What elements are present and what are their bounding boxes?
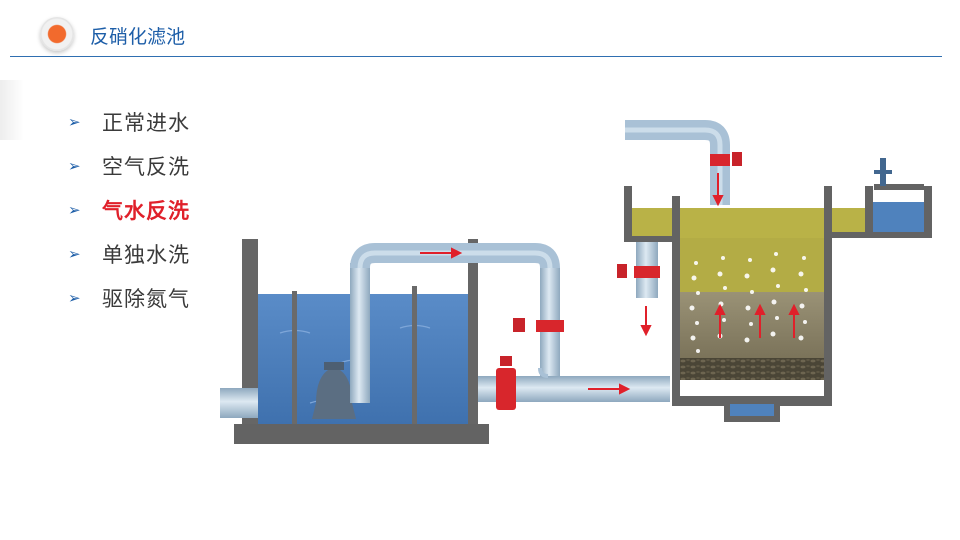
slide-title: 反硝化滤池 — [90, 26, 186, 48]
bullet-arrow-icon: ➢ — [68, 113, 81, 131]
step-item[interactable]: ➢ 驱除氮气 — [68, 276, 190, 320]
upper-water — [680, 238, 824, 292]
top-influent-pipe — [625, 120, 730, 205]
step-label: 单独水洗 — [102, 243, 190, 267]
inlet-pipe — [220, 388, 258, 418]
filter-floor — [672, 396, 832, 406]
tank-right-wall — [468, 239, 478, 424]
filter-process-diagram — [220, 120, 932, 444]
tank-floor — [234, 424, 489, 444]
effluent-chamber — [873, 202, 924, 232]
tank-baffle — [292, 291, 297, 424]
orange-orb-icon — [40, 17, 74, 51]
tank-baffle — [412, 286, 417, 424]
step-item[interactable]: ➢ 空气反洗 — [68, 144, 190, 188]
pump-icon — [312, 367, 356, 419]
step-label: 气水反洗 — [102, 199, 190, 223]
header-divider — [10, 56, 942, 57]
bullet-arrow-icon: ➢ — [68, 245, 81, 263]
denitrification-filter — [624, 158, 932, 422]
wash-water-pipe — [625, 120, 730, 205]
step-item-active[interactable]: ➢ 气水反洗 — [68, 188, 190, 232]
valve-icon[interactable] — [710, 152, 742, 166]
bullet-arrow-icon: ➢ — [68, 201, 81, 219]
bullet-arrow-icon: ➢ — [68, 157, 81, 175]
gravel-support-layer — [680, 358, 824, 380]
pump-riser-pipe — [350, 263, 370, 403]
left-edge-shadow — [0, 80, 24, 140]
flow-arrows — [420, 173, 800, 395]
filter-right-wall — [824, 186, 832, 404]
air-bubbles — [689, 252, 808, 353]
process-step-list: ➢ 正常进水 ➢ 空气反洗 ➢ 气水反洗 ➢ 单独水洗 ➢ 驱除氮气 — [68, 100, 190, 320]
valve-icon[interactable] — [513, 318, 564, 332]
step-label: 驱除氮气 — [102, 287, 190, 311]
step-label: 正常进水 — [102, 111, 190, 135]
backwash-sump — [730, 404, 774, 416]
step-item[interactable]: ➢ 单独水洗 — [68, 232, 190, 276]
valve-icon[interactable] — [496, 356, 516, 410]
bullet-arrow-icon: ➢ — [68, 289, 81, 307]
slide-header: 反硝化滤池 — [0, 0, 960, 70]
valve-icon[interactable] — [617, 264, 660, 278]
step-label: 空气反洗 — [102, 155, 190, 179]
step-item[interactable]: ➢ 正常进水 — [68, 100, 190, 144]
tank-left-wall — [242, 239, 258, 437]
filter-left-wall — [672, 196, 680, 404]
